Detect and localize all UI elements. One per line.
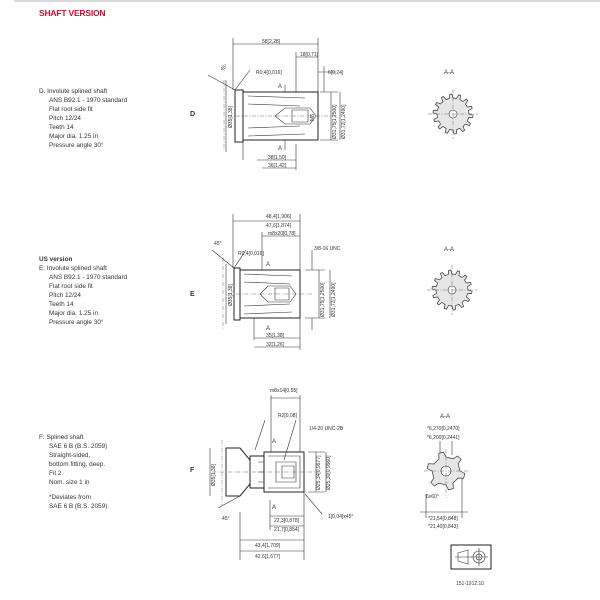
section-label: A-A xyxy=(444,247,454,253)
dim-overall-min: 47,6[1,874] xyxy=(266,223,292,229)
drawing-code: 151-1912.10 xyxy=(456,581,484,587)
dim-thread-depth: m8x20[0,78] xyxy=(268,231,296,237)
spec-line: bottom fitting, deep. xyxy=(49,461,106,468)
spec-line: ANS B92.1 - 1970 standard xyxy=(49,97,128,104)
spec-line: SAE 6 B (B.S. 2059) xyxy=(49,443,108,450)
dim-len32: 32[1,26] xyxy=(266,342,285,348)
spec-note: SAE 6 B (B.S. 2059) xyxy=(49,503,108,510)
spec-d: D. Involute splined shaft ANS B92.1 - 19… xyxy=(39,87,127,150)
dim-thread: 1/4-20 UNC-2B xyxy=(309,426,344,432)
dim-width-max: *6,270[0,2470] xyxy=(427,426,460,432)
spec-line: Teeth 14 xyxy=(49,301,74,308)
dim-flange-dia: Ø35[1,38] xyxy=(228,283,234,306)
variant-tag-f: F xyxy=(190,467,195,474)
projection-symbol xyxy=(450,544,492,570)
dim-dia-min: *21,40[0,843] xyxy=(428,524,458,530)
dim-thread-depth: m8x14[0,55] xyxy=(270,388,298,394)
drawing-d: 58[2,28] 18[0,71] R0,4[0,016] 6[0,24] 45… xyxy=(207,38,347,170)
section-mark: A xyxy=(278,146,282,152)
dim-thread: 3/8-16 UNC xyxy=(314,246,341,252)
section-view-f: A-A *6,270[0,2470] *6,200[0,2441] 6x60° … xyxy=(420,414,470,530)
dim-flange-dia: Ø35[1,38] xyxy=(211,463,217,486)
dim-thread: M8 xyxy=(310,114,316,121)
spec-line: Flat root side fit xyxy=(49,106,93,113)
spec-line: E: Involute splined shaft xyxy=(39,265,107,272)
section-label: A-A xyxy=(444,70,454,76)
dim-spline-min: Ø31,72[1,2490] xyxy=(341,104,347,139)
dim-spline-min: Ø25,30[0,9960] xyxy=(326,455,332,490)
section-label: A-A xyxy=(440,414,450,420)
section-mark: A xyxy=(272,505,276,511)
dim-angle: 45° xyxy=(214,241,222,247)
spec-line: Pitch 12/24 xyxy=(49,115,81,122)
variant-tag-e: E xyxy=(190,291,195,298)
page-title: SHAFT VERSION xyxy=(39,8,106,18)
spec-f: F: Splined shaft SAE 6 B (B.S. 2059) Str… xyxy=(39,433,107,511)
drawing-e: 48,4[1,906] 47,6[1,874] m8x20[0,78] 3/8-… xyxy=(211,214,341,350)
section-mark: A xyxy=(266,326,270,332)
spec-line: Pressure angle 30° xyxy=(49,319,104,326)
spec-line: Fit 2 xyxy=(49,470,62,477)
dim-radius: R2[0,08] xyxy=(278,413,298,419)
drawing-f: m8x14[0,55] R2[0,08] 1/4-20 UNC-2B Ø35[1… xyxy=(209,388,353,560)
section-mark: A xyxy=(272,439,276,445)
dim-angle: 45° xyxy=(219,63,229,72)
spec-line: Teeth 14 xyxy=(49,124,74,131)
spec-line: Flat root side fit xyxy=(49,283,93,290)
dim-overall-min: 42,6[1,677] xyxy=(255,554,281,560)
variant-tag-d: D xyxy=(190,111,196,118)
dim-chamfer: 1[0,04]x45° xyxy=(328,514,353,520)
dim-flange-dia: Ø35[1,38] xyxy=(228,105,234,128)
section-mark: A xyxy=(266,262,270,268)
dim-spline-max: Ø31,75[1,2500] xyxy=(332,104,338,139)
dim-len35: 35[1,38] xyxy=(266,333,285,339)
spec-line: Straight-sided, xyxy=(49,452,91,459)
spline-detail xyxy=(247,95,317,137)
section-view-e: A-A xyxy=(427,247,477,315)
dim-overall-max: 43,4[1,709] xyxy=(255,543,281,549)
dim-len21: 21,7[0,854] xyxy=(274,527,300,533)
dim-overall: 58[2,28] xyxy=(262,39,281,45)
spec-note: *Deviates from xyxy=(49,494,91,501)
section-view-d: A-A xyxy=(428,70,478,139)
section-mark: A xyxy=(278,84,282,90)
spec-line: Pressure angle 30° xyxy=(49,142,104,149)
spec-line: Major dia. 1.25 in xyxy=(49,133,99,140)
dim-dia-max: *21,54[0,848] xyxy=(428,516,458,522)
dim-overall-max: 48,4[1,906] xyxy=(266,214,292,220)
spec-line: Nom. size 1 in xyxy=(49,479,90,486)
dim-angle: 45° xyxy=(222,516,230,522)
spec-line: D. Involute splined shaft xyxy=(39,88,108,95)
dim-len6: 6[0,24] xyxy=(328,70,344,76)
dim-len18: 18[0,71] xyxy=(300,52,319,58)
top-rule xyxy=(14,0,600,2)
dim-len36: 36[1,42] xyxy=(268,163,287,169)
dim-radius: R0,4[0,016] xyxy=(256,70,282,76)
dim-len38: 38[1,50] xyxy=(268,155,287,161)
dim-radius: R0,4[0,016] xyxy=(238,251,264,257)
spec-line: Major dia. 1.25 in xyxy=(49,310,99,317)
dim-angle: 6x60° xyxy=(426,494,439,500)
dim-spline-max: Ø25,34[0,9977] xyxy=(316,455,322,490)
dim-spline-min: Ø31,72[1,2490] xyxy=(331,282,337,317)
spec-line: Pitch 12/24 xyxy=(49,292,81,299)
spec-e: US version E: Involute splined shaft ANS… xyxy=(39,255,127,327)
spec-heading: US version xyxy=(39,256,73,263)
dim-width-min: *6,200[0,2441] xyxy=(427,435,460,441)
dim-len22: 22,3[0,878] xyxy=(274,518,300,524)
dim-spline-max: Ø31,75[1,2500] xyxy=(320,282,326,317)
spec-line: ANS B92.1 - 1970 standard xyxy=(49,274,128,281)
spec-line: F: Splined shaft xyxy=(39,434,84,441)
